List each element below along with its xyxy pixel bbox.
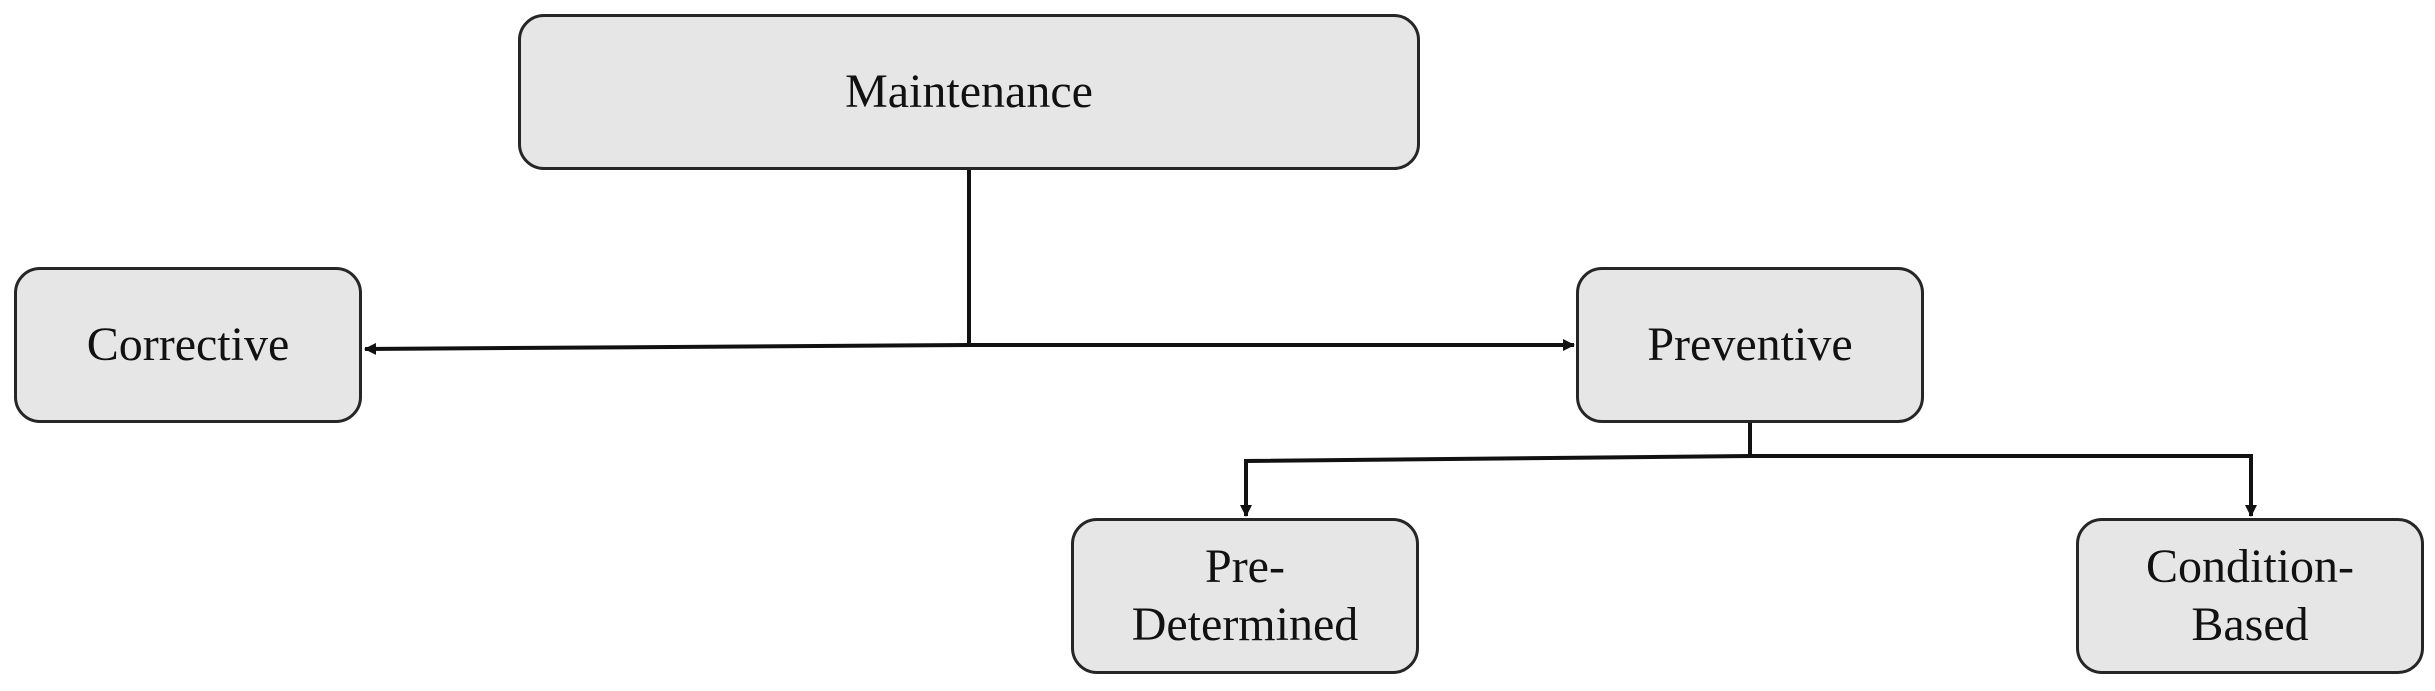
node-condition-based-line2: Based (2191, 598, 2309, 651)
node-predetermined-line1: Pre- (1205, 540, 1285, 594)
node-maintenance-label: Maintenance (845, 65, 1093, 119)
node-corrective: Corrective (14, 267, 362, 423)
node-corrective-label: Corrective (86, 318, 290, 372)
arrow-to-condition-based (1750, 454, 2257, 517)
node-condition-based-line1: Condition- (2145, 540, 2354, 594)
node-preventive: Preventive (1576, 267, 1924, 423)
node-predetermined: Pre- Determined (1071, 518, 1419, 674)
node-condition-based-label: Condition- Based (2146, 538, 2354, 653)
node-condition-based: Condition- Based (2076, 518, 2424, 674)
arrow-to-corrective (364, 342, 970, 355)
node-predetermined-label: Pre- Determined (1132, 538, 1359, 653)
node-predetermined-line2: Determined (1131, 598, 1359, 651)
node-preventive-label: Preventive (1647, 318, 1853, 372)
node-maintenance: Maintenance (518, 14, 1420, 170)
arrow-to-predetermined (1240, 454, 1751, 517)
